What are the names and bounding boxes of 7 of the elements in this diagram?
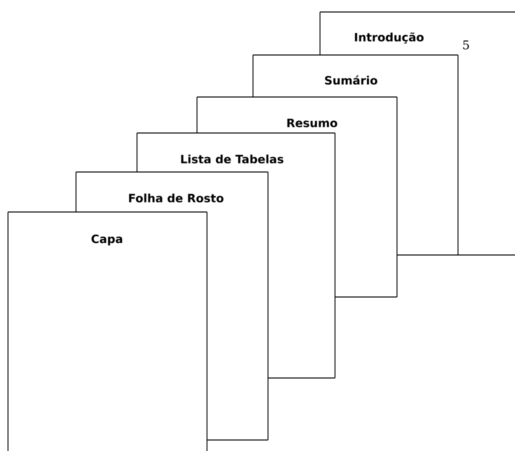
page-title: Capa bbox=[92, 234, 122, 246]
page-title: Sumário bbox=[325, 75, 378, 85]
page-title: Lista de Tabelas bbox=[181, 154, 284, 164]
page-number: 5 bbox=[463, 40, 469, 50]
page-title: Introdução bbox=[354, 32, 424, 44]
page-title: Resumo bbox=[287, 118, 338, 128]
page-title: Folha de Rosto bbox=[129, 194, 224, 202]
